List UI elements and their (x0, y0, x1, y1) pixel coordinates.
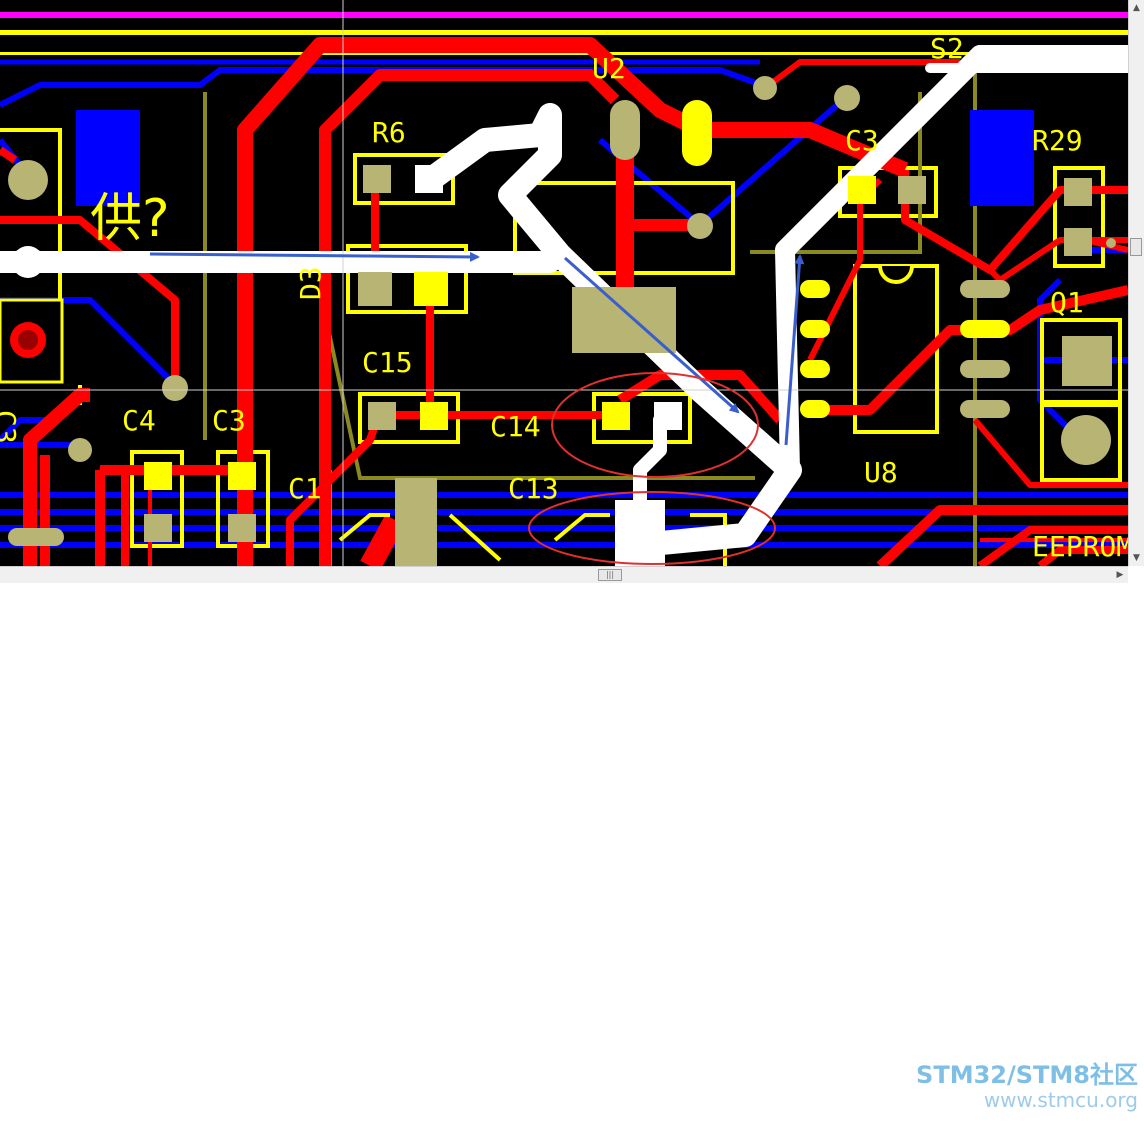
watermark-brand: STM32/STM8社区 (916, 1061, 1138, 1089)
label-c3b: C3 (212, 404, 246, 437)
yellow-traces (338, 513, 727, 566)
label-u2: U2 (592, 52, 626, 85)
label-r6: R6 (372, 116, 406, 149)
label-c1: C1 (288, 472, 322, 505)
label-c13: C13 (508, 472, 559, 505)
crosshair-cursor (0, 0, 1128, 566)
white-via (12, 246, 44, 278)
vertical-scroll-thumb[interactable] (1130, 238, 1142, 256)
top-layer-traces (0, 37, 1128, 566)
white-pour (615, 500, 665, 566)
vertical-scrollbar[interactable]: ▲ ▼ (1128, 0, 1144, 566)
scroll-down-arrow-icon[interactable]: ▼ (1133, 553, 1140, 563)
label-c4: C4 (122, 404, 156, 437)
designator-labels: R6 U2 C3 R29 D3 C15 C14 C13 C4 C3 C1 C3 … (0, 32, 1128, 563)
u8-notch (878, 265, 914, 284)
annotation-circles (528, 372, 776, 565)
scroll-right-arrow-icon[interactable]: ▶ (1116, 570, 1124, 580)
label-c3: C3 (845, 124, 879, 157)
label-d3: D3 (294, 266, 327, 300)
label-s2: S2 (930, 32, 964, 65)
label-q1: Q1 (1050, 286, 1084, 319)
horizontal-scrollbar[interactable]: ||| ▶ (0, 566, 1128, 583)
label-eeprom: EEPROM (1032, 530, 1128, 563)
label-chinese: 供? (90, 189, 170, 249)
label-r29: R29 (1032, 124, 1083, 157)
label-c15: C15 (362, 346, 413, 379)
top-rails (0, 12, 1128, 65)
scroll-up-arrow-icon[interactable]: ▲ (1133, 3, 1140, 13)
label-u8: U8 (864, 456, 898, 489)
watermark-url: www.stmcu.org (983, 1088, 1138, 1112)
highlighted-net (0, 45, 1128, 557)
horizontal-scroll-thumb[interactable]: ||| (598, 569, 622, 581)
label-c14: C14 (490, 410, 541, 443)
annotation-arrows (149, 251, 805, 446)
label-c30: C3 (0, 410, 22, 444)
pads (0, 76, 1116, 566)
pcb-layout-canvas[interactable]: R6 U2 C3 R29 D3 C15 C14 C13 C4 C3 C1 C3 … (0, 0, 1128, 566)
watermark: STM32/STM8社区 www.stmcu.org (916, 1055, 1138, 1112)
